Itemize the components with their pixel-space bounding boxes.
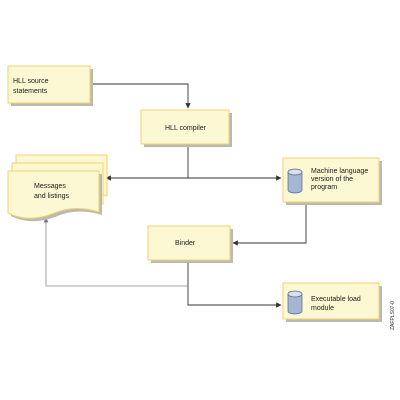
connector-binder-to-executable: [187, 286, 282, 308]
node-messages-listings: Messages and listings: [7, 154, 108, 222]
document-sheet-front: [7, 170, 100, 219]
node-binder: Binder: [147, 225, 233, 263]
messages-label-line2: and listings: [34, 193, 70, 200]
node-executable-module: Executable load module: [282, 282, 382, 322]
connector-binder-to-messages: [43, 217, 188, 287]
executable-label-line2: module: [311, 305, 334, 312]
node-machine-language: Machine language version of the program: [282, 157, 382, 205]
database-cylinder-icon: [287, 168, 303, 194]
connector-machine-to-binder: [232, 202, 307, 246]
source-label-line1: HLL source: [13, 78, 49, 85]
binder-label: Binder: [175, 240, 196, 247]
node-compiler-box: [140, 109, 230, 145]
node-binder-box: [147, 225, 231, 261]
executable-label-line1: Executable load: [311, 296, 361, 303]
node-source-box: [7, 65, 91, 104]
connector-source-to-compiler: [91, 83, 191, 109]
machine-label-line3: program: [311, 184, 337, 191]
database-cylinder-icon: [287, 290, 303, 315]
machine-label-line2: version of the: [311, 176, 353, 183]
node-hll-compiler: HLL compiler: [140, 109, 232, 147]
machine-label-line1: Machine language: [311, 168, 368, 175]
messages-label-line1: Messages: [34, 183, 66, 190]
source-label-line2: statements: [13, 88, 48, 95]
node-source-statements: HLL source statements: [7, 65, 93, 106]
compiler-label: HLL compiler: [165, 125, 207, 132]
figure-code: ZAFPLS07-0: [390, 301, 396, 330]
